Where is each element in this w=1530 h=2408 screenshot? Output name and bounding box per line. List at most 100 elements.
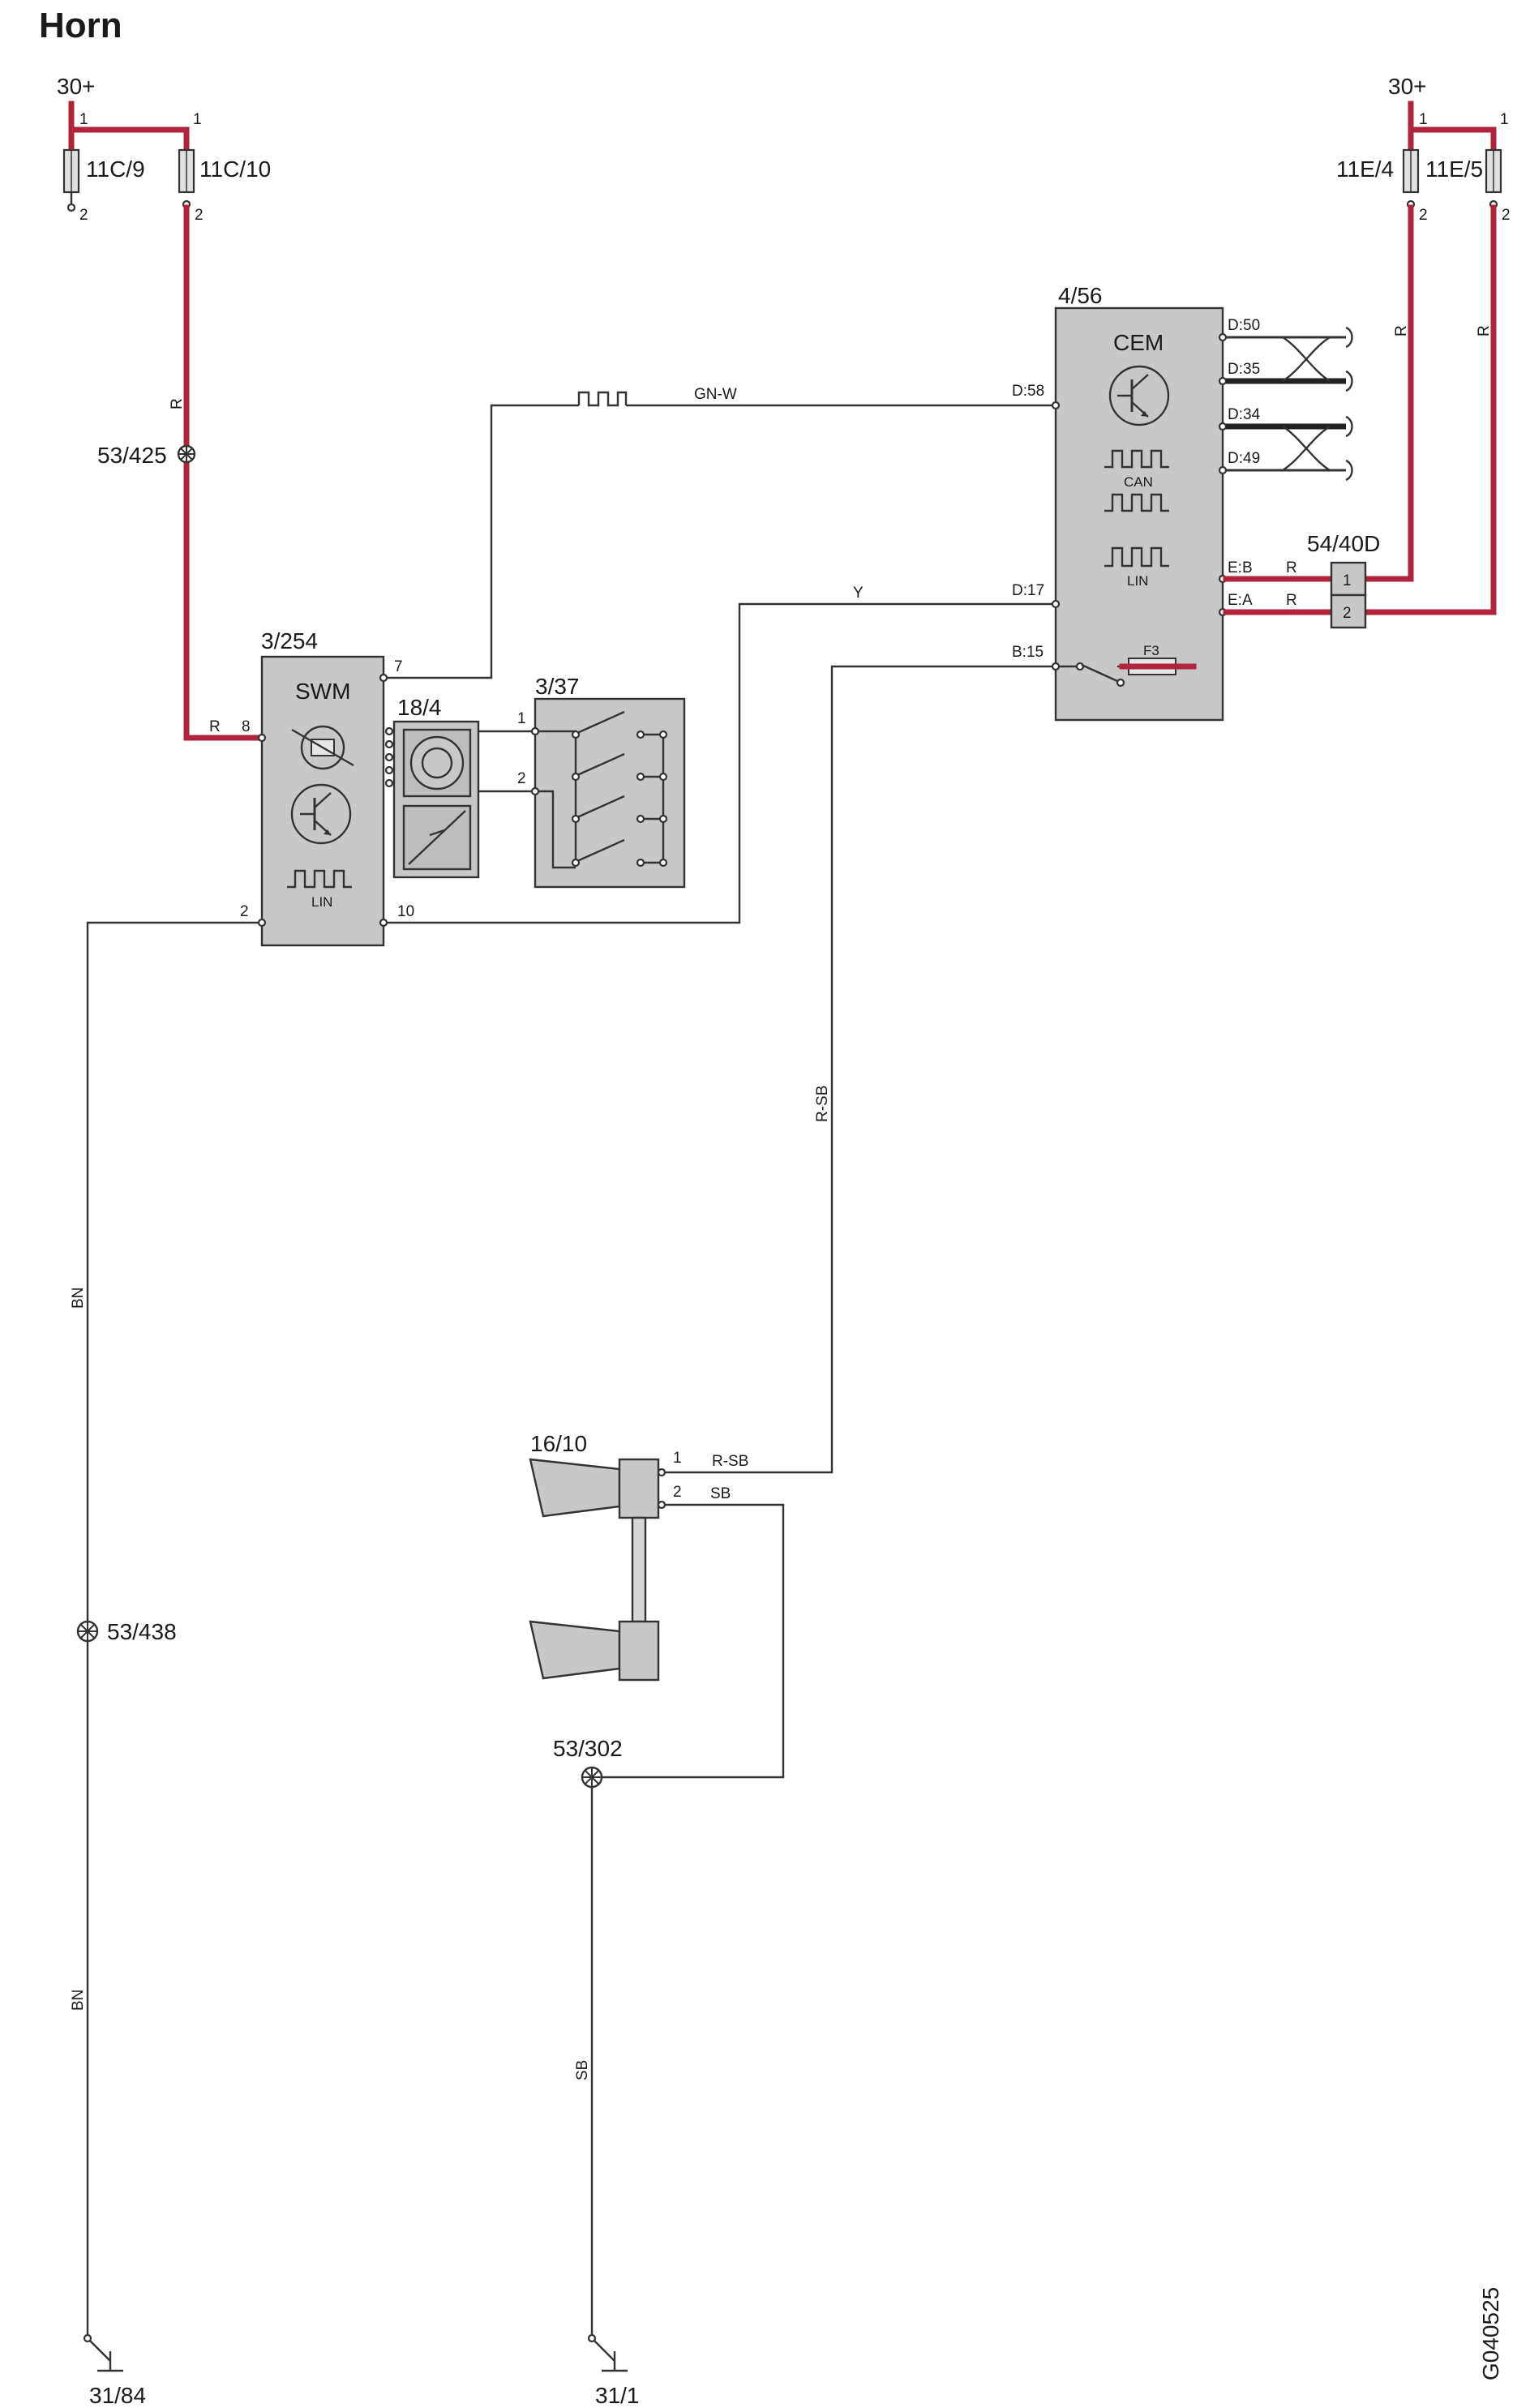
supply-label-right: 30+	[1388, 74, 1427, 99]
ground-31-1-label: 31/1	[595, 2383, 640, 2408]
swm-pin-2: 2	[240, 903, 249, 920]
fuse-11c10-pin1: 1	[193, 111, 202, 128]
splice-53-302-label: 53/302	[553, 1736, 623, 1761]
wire-label-r-ea: R	[1286, 592, 1297, 609]
splice-53-425	[177, 444, 196, 464]
swm-pin-7: 7	[394, 658, 403, 675]
horn-ref: 16/10	[530, 1431, 587, 1456]
can-bus-icon	[1104, 449, 1169, 512]
wire-r-sb: R-SB R-SB	[662, 665, 1052, 1474]
power-wire-11e5-to-connector	[1363, 204, 1497, 615]
horn-16-10: 16/10 1 2	[529, 1431, 682, 1682]
fuse-11c10-pin2: 2	[195, 207, 204, 224]
fuse-11c9-pin2: 2	[79, 207, 88, 224]
splice-53-302	[581, 1766, 603, 1789]
lin-bus-icon	[287, 869, 352, 889]
horn-pin1: 1	[673, 1450, 682, 1467]
fuse-11e4-pin2: 2	[1419, 207, 1428, 224]
lin-bus-icon	[1104, 546, 1169, 568]
wire-label-r-eb: R	[1286, 559, 1297, 576]
right-power-feed: 30+ 1 1 11E/4 2 11E/5 2 R R	[1336, 74, 1511, 615]
fuse-11e5-pin2: 2	[1502, 207, 1511, 224]
horn-pin2: 2	[673, 1484, 682, 1501]
connector-pin2-box	[1330, 593, 1367, 629]
wire-label-r-left: R	[169, 398, 186, 409]
power-wire-to-swm	[183, 204, 259, 741]
supply-label-left: 30+	[57, 74, 96, 99]
cem-lin-label: LIN	[1127, 573, 1148, 589]
wire-label-sb-ground: SB	[574, 2060, 591, 2080]
fuse-11c10-label: 11C/10	[199, 156, 271, 182]
cem-ref: 4/56	[1058, 283, 1103, 308]
cem-pin-d58: D:58	[1012, 383, 1044, 400]
wire-label-r-sb-vertical: R-SB	[814, 1086, 831, 1122]
fuse-11c9-label: 11C/9	[86, 156, 145, 182]
fuse-11e4-label: 11E/4	[1336, 156, 1394, 182]
splice-53-438	[76, 1620, 99, 1643]
wire-gn-w: GN-W	[387, 386, 1052, 679]
ground-31-84	[83, 2333, 123, 2372]
fuse-11e5-pin1: 1	[1500, 111, 1509, 128]
transistor-icon	[290, 783, 352, 845]
ground-31-1	[587, 2333, 628, 2372]
cem-pin-d50: D:50	[1228, 317, 1260, 334]
wire-sb-ground: SB	[574, 1787, 594, 2335]
connector-54-40d: 54/40D 1 2	[1307, 531, 1380, 629]
fuse-11e4-pin1: 1	[1419, 111, 1428, 128]
diagram-title: Horn	[39, 6, 122, 45]
swm-ref: 3/254	[261, 628, 318, 653]
wire-label-r-sb-horn: R-SB	[712, 1453, 748, 1470]
swm-module: 3/254 SWM LIN 8 R 7 2 10	[209, 628, 414, 947]
swm-name: SWM	[295, 679, 350, 704]
cem-pin-d35: D:35	[1228, 361, 1260, 378]
wire-label-sb-horn: SB	[710, 1485, 731, 1502]
fuse-11e5-label: 11E/5	[1425, 156, 1483, 182]
connector-ref: 54/40D	[1307, 531, 1380, 556]
cem-fan-outputs: D:50 D:35 D:34 D:49	[1218, 317, 1353, 482]
wire-label-r-swm: R	[209, 718, 221, 735]
power-wire-left-bus	[68, 101, 190, 153]
cem-fuse-label: F3	[1143, 643, 1159, 658]
cem-pin-d17: D:17	[1012, 582, 1044, 599]
ground-31-84-label: 31/84	[89, 2383, 146, 2408]
wire-label-y: Y	[853, 585, 864, 602]
swm-pin-10: 10	[397, 903, 414, 920]
wire-label-r-11e4: R	[1393, 325, 1410, 336]
sensor-icon	[291, 725, 354, 770]
cem-pin-b15: B:15	[1012, 644, 1044, 661]
swm-lin-label: LIN	[311, 894, 332, 910]
connector-pin1: 1	[1343, 572, 1352, 589]
clock-spring-18-4: 18/4	[392, 695, 480, 879]
cem-pin-eb: E:B	[1228, 559, 1253, 576]
cem-module: 4/56 CEM CAN LIN	[1012, 283, 1353, 722]
cem-name: CEM	[1113, 330, 1164, 355]
wire-bn: BN BN	[70, 921, 259, 2335]
connector-pin2: 2	[1343, 605, 1352, 622]
wire-label-bn-upper: BN	[70, 1288, 87, 1309]
horn-switch-pin2: 2	[517, 770, 526, 787]
horn-switch-box	[534, 697, 686, 889]
power-wire-right-bus	[1408, 101, 1497, 153]
horn-switch-ref: 3/37	[535, 674, 580, 699]
wire-label-gn-w: GN-W	[694, 386, 737, 403]
image-code: G040525	[1478, 2287, 1503, 2380]
fuse-11c9-pin1: 1	[79, 111, 88, 128]
splice-53-438-label: 53/438	[107, 1619, 177, 1644]
wire-y: Y	[387, 585, 1052, 924]
cem-pin-ea: E:A	[1228, 592, 1253, 609]
cem-pin-d49: D:49	[1228, 450, 1260, 467]
horn-switch-pin1: 1	[517, 710, 526, 727]
clock-spring-ref: 18/4	[397, 695, 442, 720]
wire-label-bn-lower: BN	[70, 1990, 87, 2011]
left-power-feed: 30+ 1 1 11C/9 2 11C/10 2 R 53/425	[57, 74, 271, 741]
cem-can-label: CAN	[1124, 474, 1153, 490]
power-wire-11e4-to-connector	[1363, 204, 1414, 582]
cem-fuse-f3	[1056, 658, 1197, 688]
transistor-icon	[1108, 365, 1170, 426]
swm-pin-8: 8	[242, 718, 251, 735]
splice-53-425-label: 53/425	[97, 443, 167, 468]
cem-pin-d34: D:34	[1228, 406, 1261, 423]
wire-sb: SB	[602, 1485, 785, 1779]
horn-switch-3-37: 3/37 1 2	[517, 674, 686, 889]
